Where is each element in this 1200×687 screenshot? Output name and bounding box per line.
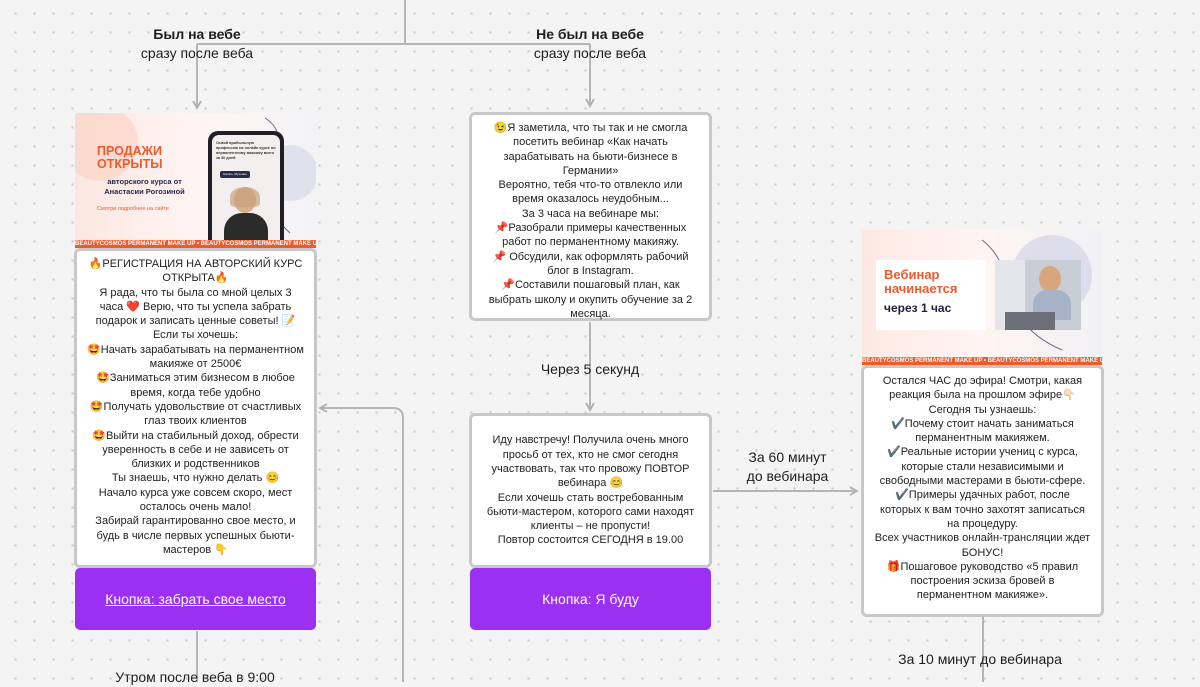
delay-line2: до вебинара [746, 468, 829, 484]
message-card-missed: 😉Я заметила, что ты так и не смогла посе… [469, 112, 712, 321]
branch-title: Не был на вебе [536, 26, 644, 42]
sales-subheading: авторского курса от Анастасии Рогозиной [104, 177, 185, 196]
delay-label-sixty-minutes: За 60 минут до вебинара [720, 448, 855, 486]
delay-label-morning: Утром после веба в 9:00 [115, 669, 275, 685]
delay-label-ten-minutes: За 10 минут до вебинара [898, 651, 1062, 667]
delay-label-five-seconds: Через 5 секунд [540, 361, 640, 377]
webinar-banner-image: Вебинар начинается через 1 час BEAUTYCOS… [862, 230, 1102, 365]
delay-line1: За 60 минут [748, 449, 827, 465]
branch-label-attended: Был на вебе сразу после веба [112, 25, 282, 63]
branch-label-missed: Не был на вебе сразу после веба [505, 25, 675, 63]
phone-text: Освой прибыльную профессию на онлайн кур… [216, 141, 276, 160]
sales-heading: ПРОДАЖИ ОТКРЫТЫ [97, 144, 163, 171]
branch-subtitle: сразу после веба [140, 45, 254, 61]
branch-subtitle: сразу после веба [533, 45, 647, 61]
webinar-line1: Вебинар [884, 267, 940, 282]
message-card-sales: 🔥РЕГИСТРАЦИЯ НА АВТОРСКИЙ КУРС ОТКРЫТА🔥 … [74, 248, 317, 568]
claim-place-button-label[interactable]: Кнопка: забрать свое место [105, 591, 286, 607]
phone-button: Начать обучение [220, 171, 250, 178]
webinar-line3: через 1 час [884, 301, 952, 315]
webinar-title-box [876, 260, 986, 330]
sales-banner-image: ПРОДАЖИ ОТКРЫТЫ авторского курса от Анас… [75, 113, 316, 248]
banner-ticker: BEAUTYCOSMOS PERMANENT MAKE UP • BEAUTYC… [862, 357, 1102, 365]
webinar-line2: начинается [884, 281, 958, 296]
phone-mockup: Освой прибыльную профессию на онлайн кур… [208, 131, 284, 248]
woman-photo [220, 185, 272, 248]
message-card-repeat: Иду навстречу! Получила очень много прос… [469, 413, 712, 568]
woman-laptop-photo [995, 260, 1081, 330]
message-card-hour: Остался ЧАС до эфира! Смотри, какая реак… [861, 365, 1104, 617]
banner-ticker: BEAUTYCOSMOS PERMANENT MAKE UP • BEAUTYC… [75, 240, 316, 248]
attend-button[interactable]: Кнопка: Я буду [470, 568, 711, 630]
attend-button-label[interactable]: Кнопка: Я буду [542, 591, 639, 607]
claim-place-button[interactable]: Кнопка: забрать свое место [75, 568, 316, 630]
phone-screen: Освой прибыльную профессию на онлайн кур… [212, 135, 280, 248]
sales-more-link: Смотри подробнее на сайте [97, 206, 169, 212]
connector-return-to-sales [318, 403, 404, 682]
branch-title: Был на вебе [153, 26, 241, 42]
